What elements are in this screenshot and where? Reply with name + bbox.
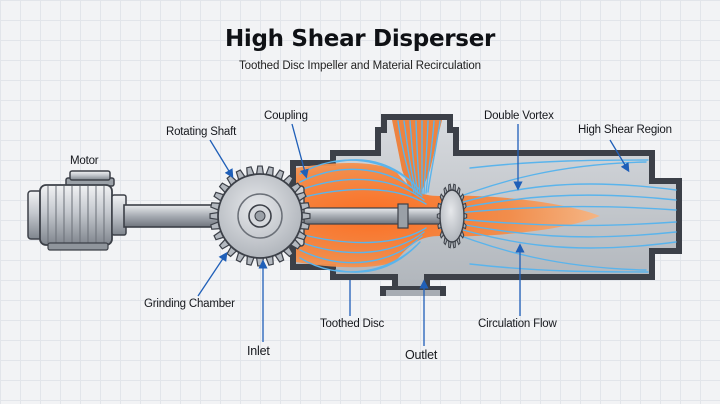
gear-tooth xyxy=(255,165,265,175)
toothed-disc-body xyxy=(439,189,465,243)
diagram-title: High Shear Disperser xyxy=(224,26,496,52)
shaft-collar xyxy=(397,203,409,229)
gear-hub-ring xyxy=(237,193,283,239)
label-rotating-shaft: Rotating Shaft xyxy=(166,126,237,138)
leader-lines xyxy=(197,123,630,346)
motor xyxy=(27,170,127,251)
flow-lines xyxy=(299,120,677,273)
impeller-shaft xyxy=(299,207,451,225)
gear-tooth xyxy=(301,211,311,221)
gear-tooth xyxy=(209,211,219,221)
label-double-vortex: Double Vortex xyxy=(484,110,554,122)
gear-bore xyxy=(254,210,266,222)
diagram-subtitle: Toothed Disc Impeller and Material Recir… xyxy=(239,60,481,72)
label-high-shear-region: High Shear Region xyxy=(578,124,672,136)
label-inlet: Inlet xyxy=(247,344,270,358)
label-motor: Motor xyxy=(70,155,99,167)
label-outlet: Outlet xyxy=(405,348,438,362)
label-toothed-disc: Toothed Disc xyxy=(320,318,385,330)
label-grinding-chamber: Grinding Chamber xyxy=(144,298,235,310)
label-coupling: Coupling xyxy=(264,110,308,122)
label-circulation-flow: Circulation Flow xyxy=(478,318,557,330)
